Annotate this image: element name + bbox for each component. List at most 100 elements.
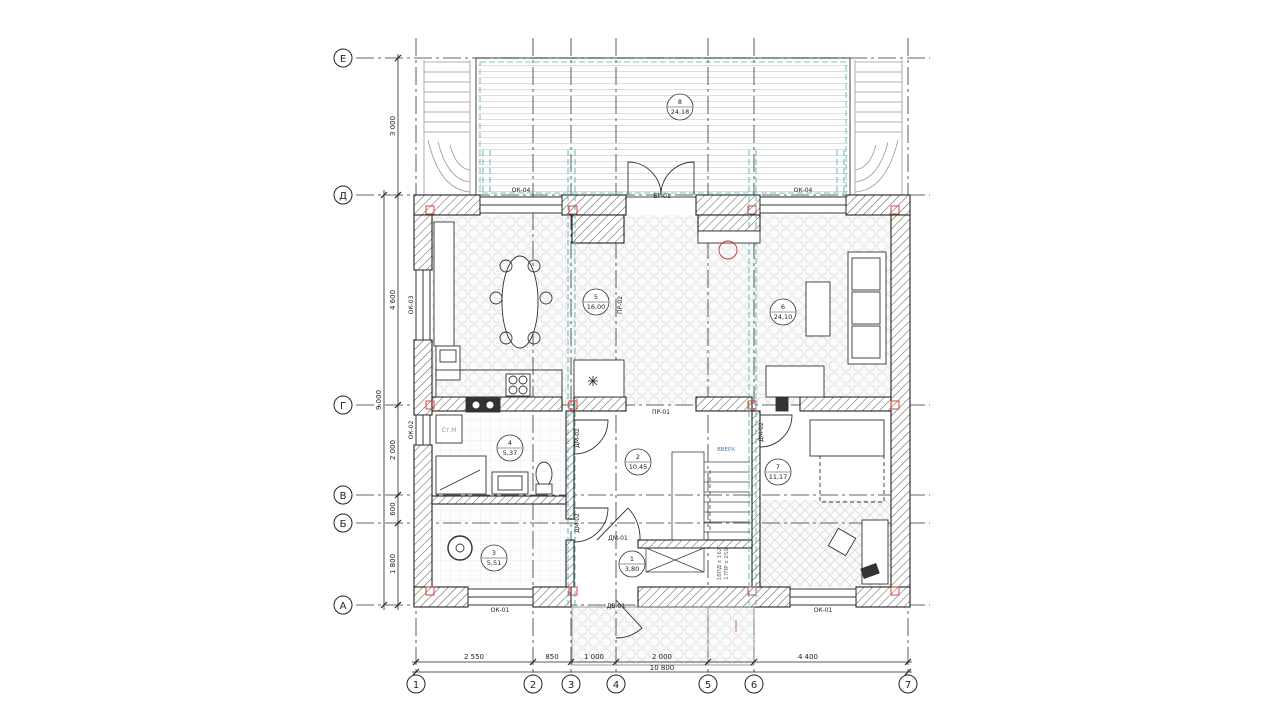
wall-bottom-right: [855, 586, 911, 608]
wall-stair-stub: [637, 539, 753, 549]
room-markers: 824,18 516,00 624,10 45,37 210,45 711,17…: [480, 93, 797, 578]
svg-text:2: 2: [530, 680, 536, 691]
room-4: 45,37: [496, 434, 524, 462]
wall-mid-right: [695, 396, 753, 412]
svg-text:В: В: [340, 491, 347, 502]
svg-text:2: 2: [636, 453, 640, 461]
wall-top-mid-left: [561, 194, 627, 216]
boiler: [447, 535, 473, 561]
columns: [425, 205, 900, 596]
axis-row-d: Д: [333, 185, 353, 205]
dining-table: [501, 255, 539, 349]
axis-bubbles: Е Д Г В Б А 1 2 3 4 5 6 7: [333, 48, 918, 694]
axis-row-v: В: [333, 485, 353, 505]
dim-left-1: 3 000: [389, 116, 397, 136]
svg-text:24,18: 24,18: [671, 108, 690, 116]
dim-bottom-3: 1 000: [584, 653, 604, 661]
svg-text:7: 7: [776, 463, 780, 471]
tag-ok04-right: ОК-04: [794, 187, 813, 194]
living-stub: [697, 214, 761, 232]
floor-fills: [432, 60, 891, 665]
furniture: [433, 221, 889, 585]
dim-bottom-5: 4 400: [798, 653, 818, 661]
fridge: [573, 359, 625, 398]
dim-left-2: 4 600: [389, 290, 397, 310]
svg-text:5: 5: [594, 293, 598, 301]
svg-text:Д: Д: [339, 191, 347, 202]
svg-text:6: 6: [781, 303, 785, 311]
stairs-left: [423, 60, 471, 195]
dim-left-4: 600: [389, 502, 397, 515]
wall-mid-far-right: [799, 396, 892, 412]
room-2: 210,45: [624, 448, 652, 476]
tag-stair-note-2: 17ПР х 250: [724, 548, 730, 580]
room-5: 516,00: [582, 288, 610, 316]
office-rug: [819, 455, 885, 503]
axis-row-b: Б: [333, 513, 353, 533]
dim-bottom-1: 2 550: [464, 653, 484, 661]
kitchen-stub: [571, 214, 625, 244]
svg-text:4: 4: [613, 680, 619, 691]
svg-text:1: 1: [630, 555, 634, 563]
fireplace: [765, 365, 825, 398]
svg-text:Е: Е: [340, 54, 346, 65]
room-3: 35,51: [480, 544, 508, 572]
svg-text:5: 5: [705, 680, 711, 691]
svg-text:3,80: 3,80: [625, 565, 639, 573]
terrace-stairs: [423, 57, 903, 198]
tag-ok01-right: ОК-01: [814, 607, 833, 614]
svg-text:Г: Г: [340, 401, 346, 412]
wall-left-upper: [413, 214, 433, 271]
office-chair: [827, 527, 857, 557]
windows: [415, 196, 857, 606]
stairs-right: [854, 60, 903, 195]
beam-lines: [482, 150, 845, 605]
dim-left-5: 1 800: [389, 554, 397, 574]
axis-col-2: 2: [523, 674, 543, 694]
svg-text:10,45: 10,45: [629, 463, 648, 471]
door-dv01: [615, 599, 643, 639]
tag-dm02-boiler: ДМ-02: [574, 513, 581, 533]
room-8: 824,18: [666, 93, 694, 121]
tag-dv01: ДВ-01: [607, 603, 626, 610]
laptop: [860, 562, 880, 580]
walls: [413, 194, 911, 608]
room-7: 711,17: [764, 458, 792, 486]
svg-text:4: 4: [508, 439, 512, 447]
door-dm01: [596, 507, 641, 541]
porch: [571, 606, 755, 666]
dim-total: 10 800: [650, 664, 675, 672]
wall-left-mid: [413, 339, 433, 416]
dimension-labels: 2 550 850 1 000 2 000 4 400 10 800 3 000…: [375, 116, 818, 672]
axis-col-4: 4: [606, 674, 626, 694]
terrace-deck: [478, 60, 848, 197]
svg-text:3: 3: [492, 549, 496, 557]
wall-right: [890, 214, 911, 606]
door-bg01: [627, 161, 662, 196]
wall-bottom-left: [413, 586, 469, 608]
axis-row-e: Е: [333, 48, 353, 68]
svg-text:11,17: 11,17: [769, 473, 788, 481]
svg-text:6: 6: [751, 680, 757, 691]
porch-floor: [572, 605, 754, 665]
tag-ok02: ОК-02: [408, 420, 415, 439]
axis-col-5: 5: [698, 674, 718, 694]
hob-gas: [465, 397, 501, 413]
dim-bottom-4: 2 000: [652, 653, 672, 661]
extractor-fan-icon: [588, 376, 598, 386]
wall-left-lower: [413, 444, 433, 606]
door-dm02-bath: [573, 419, 609, 455]
tag-ok01-left: ОК-01: [491, 607, 510, 614]
svg-text:5,37: 5,37: [503, 449, 517, 457]
svg-text:8: 8: [678, 98, 682, 106]
svg-text:5,51: 5,51: [487, 559, 501, 567]
dimension-lines: [383, 54, 912, 673]
door-dm02-office: [759, 414, 793, 448]
armchair: [718, 240, 738, 260]
wall-partition-v2: [565, 539, 575, 588]
doors: [573, 161, 793, 639]
room-6: 624,10: [769, 298, 797, 326]
interior-stairs: [645, 451, 750, 573]
dim-bottom-2: 850: [545, 653, 558, 661]
axis-col-6: 6: [744, 674, 764, 694]
